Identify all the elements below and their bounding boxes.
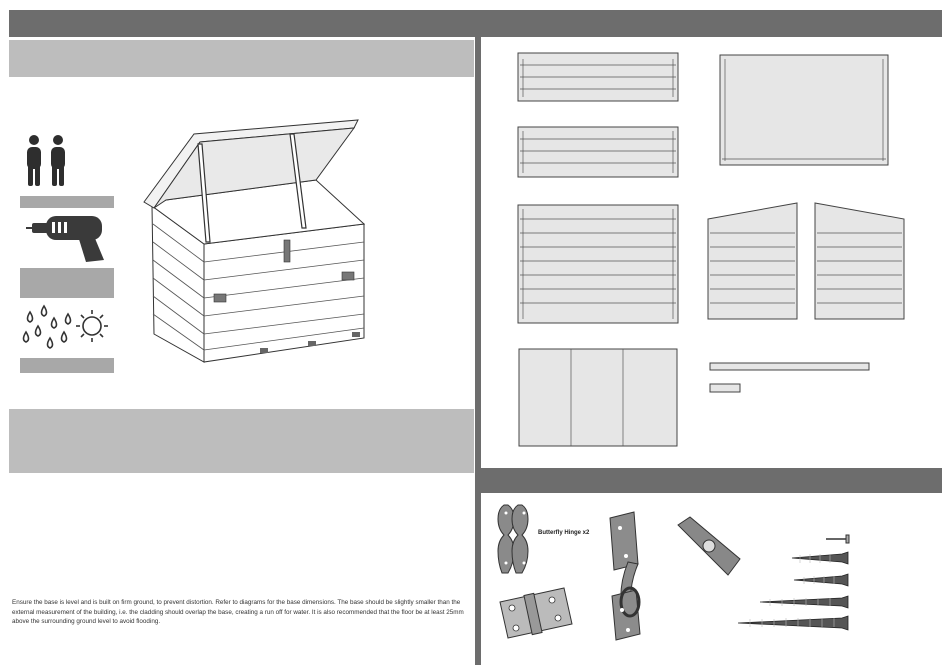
hardware-header-bar	[481, 468, 942, 493]
section-band-top	[9, 40, 474, 77]
component-panels	[517, 52, 905, 447]
power-drill-icon	[26, 216, 104, 262]
butterfly-hinge-icon	[497, 504, 529, 574]
people-strip	[20, 196, 114, 208]
base-instructions-text: Ensure the base is level and is built on…	[12, 599, 464, 626]
hinge-label: Butterfly Hinge x2	[538, 530, 590, 536]
weather-strip	[20, 358, 114, 373]
section-band-middle	[9, 409, 474, 473]
two-people-icon	[27, 135, 65, 186]
turn-button-icon	[677, 516, 741, 576]
butt-hinge-icon	[499, 587, 573, 639]
rain-and-sun-icon	[22, 304, 108, 349]
page-divider	[475, 37, 481, 665]
tools-strip	[20, 268, 114, 298]
header-bar	[9, 10, 942, 37]
screws-and-nail-icon	[737, 534, 850, 631]
storage-box-illustration	[143, 119, 366, 363]
hasp-and-staple-icon	[609, 511, 641, 641]
